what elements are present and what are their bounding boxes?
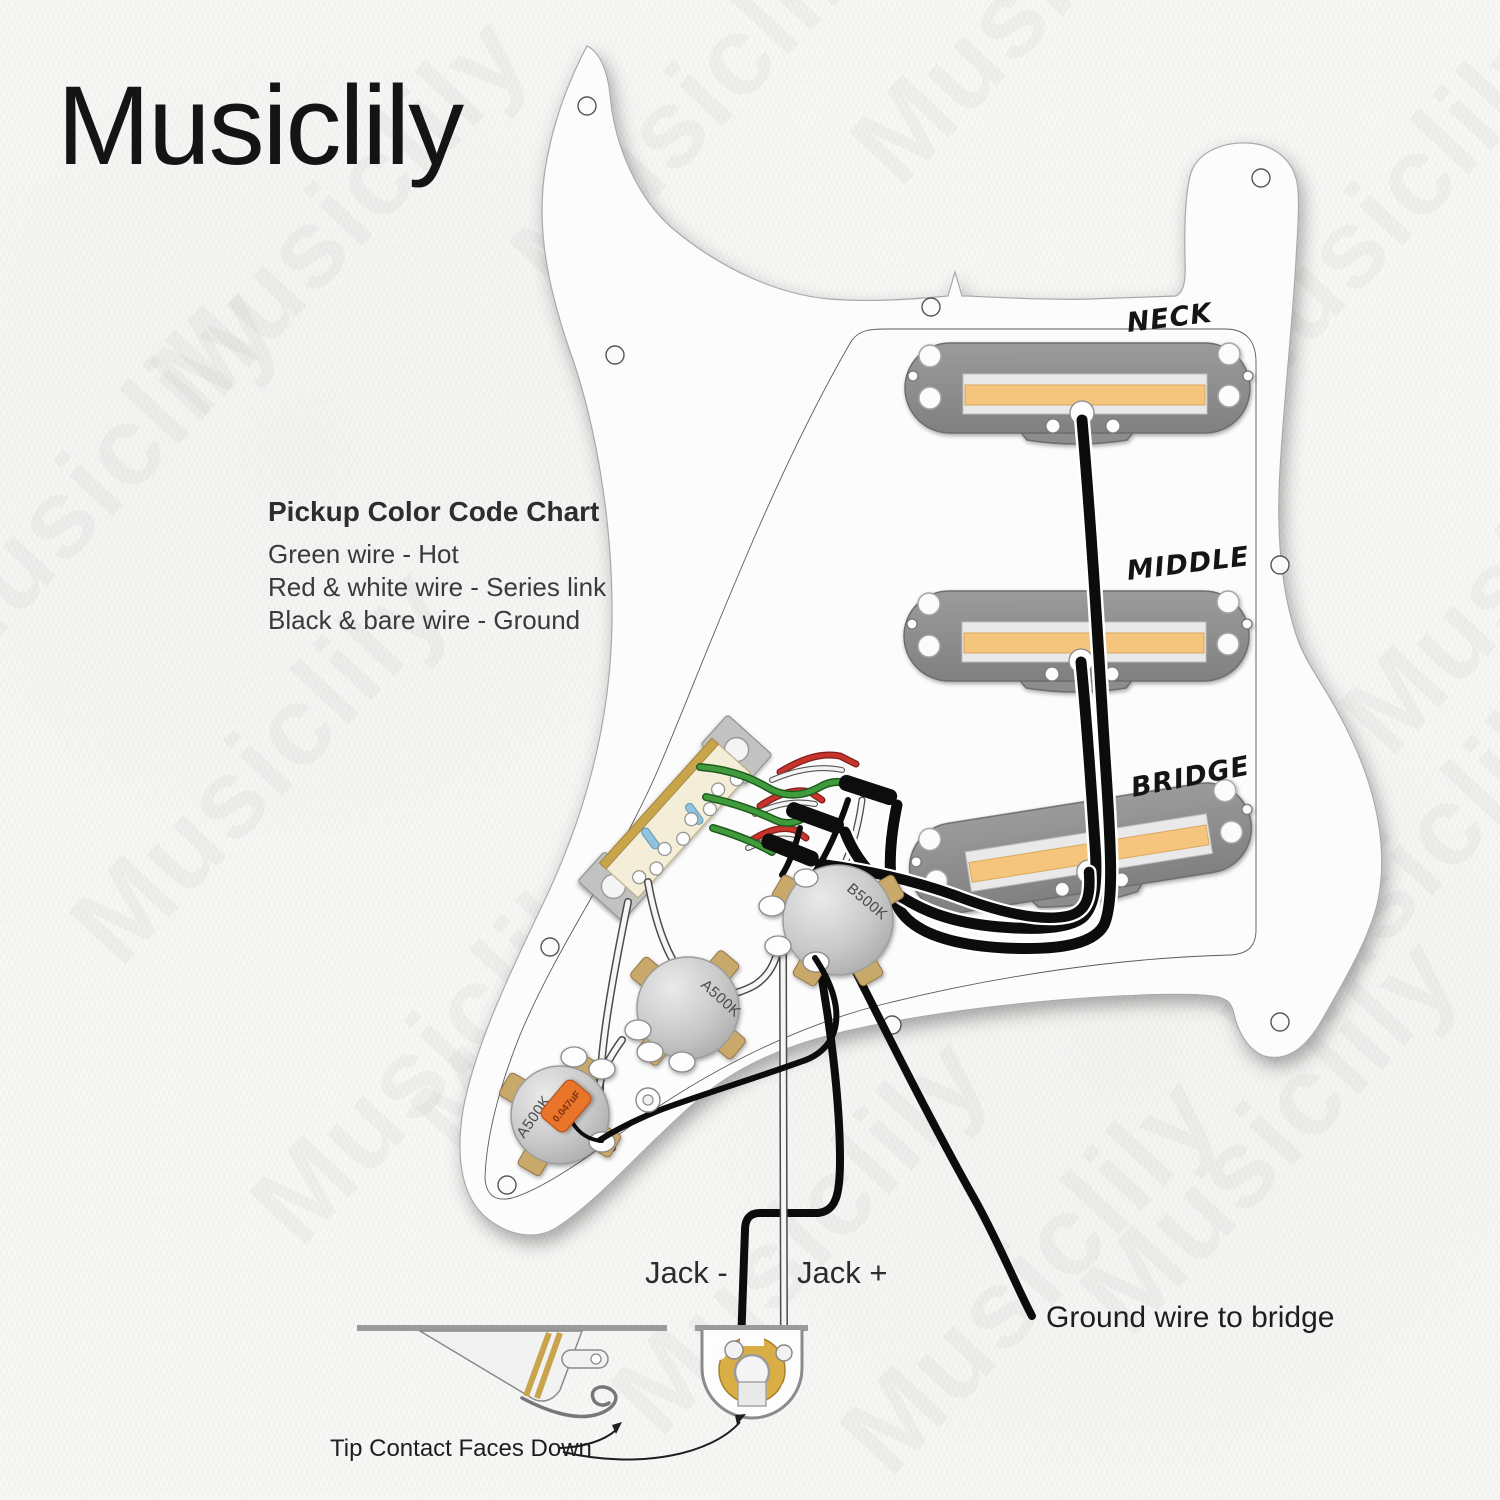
arrowhead <box>735 1414 746 1425</box>
chart-line-green: Green wire - Hot <box>268 539 459 569</box>
screw-hole <box>921 297 941 317</box>
pot-link-wire <box>597 955 840 1143</box>
annotation-arrows <box>559 1414 746 1461</box>
jack-cutout <box>712 1346 726 1360</box>
output-jack-side-view <box>357 1325 667 1419</box>
bridge-cable <box>814 858 1095 924</box>
screw-hole <box>497 1175 517 1195</box>
green-hot-wire <box>697 764 851 798</box>
green-hot-wire <box>703 794 809 826</box>
neck-cable <box>884 414 1117 955</box>
green-hot-wire <box>710 825 775 855</box>
heat-shrink-tubes <box>761 774 898 867</box>
tip-contact-hook <box>520 1385 618 1419</box>
pickup-cables <box>812 412 1119 957</box>
capacitor-leg <box>570 1120 604 1143</box>
pickup-color-code-chart: Pickup Color Code Chart Green wire - Hot… <box>268 496 607 635</box>
pickguard-screw-holes <box>497 96 1290 1195</box>
switch-blue-component <box>641 827 660 850</box>
screw-hole <box>1270 555 1290 575</box>
jack-negative-wire <box>737 948 845 1348</box>
screw-hole <box>577 96 597 116</box>
red-wire <box>749 826 809 843</box>
chart-line-black: Black & bare wire - Ground <box>268 605 580 635</box>
jack-tip-contact-tab <box>737 1381 767 1407</box>
tone-pot-1: A500K <box>624 950 746 1073</box>
jack-lug-hole <box>590 1353 602 1365</box>
watermark: Musiclily <box>826 0 1252 206</box>
jack-brass-ring <box>534 1331 563 1400</box>
volume-pot: B500K <box>758 864 905 987</box>
chart-title: Pickup Color Code Chart <box>268 496 599 527</box>
jack-negative-terminal <box>724 1340 744 1360</box>
jack-notch <box>740 1334 764 1346</box>
brand-logo: Musiclily <box>57 63 464 188</box>
jack-brass-ring <box>523 1331 552 1398</box>
screw-hole <box>1270 1012 1290 1032</box>
jack-cutout <box>781 1382 793 1394</box>
white-series-wire <box>770 766 844 782</box>
tip-contact-label: Tip Contact Faces Down <box>330 1435 592 1462</box>
arrow-to-side-view <box>559 1429 617 1449</box>
wire-cluster <box>696 751 860 895</box>
jack-positive-label: Jack + <box>797 1255 887 1290</box>
heat-shrink-tube <box>786 802 844 834</box>
pot-body <box>782 864 894 976</box>
output-jack-end-view <box>695 1325 808 1420</box>
jack-positive-terminal <box>775 1344 793 1362</box>
output-wires <box>737 944 1036 1354</box>
heat-shrink-tube <box>838 774 898 806</box>
screw-hole <box>1251 168 1271 188</box>
screw-hole <box>605 345 625 365</box>
jack-positive-wire <box>780 945 787 1353</box>
arrowhead <box>612 1422 622 1434</box>
ground-ring-terminal <box>635 1087 661 1113</box>
ground-wire-label: Ground wire to bridge <box>1046 1301 1335 1334</box>
ground-wire-to-bridge <box>841 946 1036 1320</box>
red-wire <box>777 752 859 775</box>
arrow-to-end-view <box>562 1421 741 1461</box>
chart-line-red: Red & white wire - Series link <box>268 572 607 602</box>
selector-switch <box>578 715 772 921</box>
screw-hole <box>540 937 560 957</box>
heat-shrink-tube <box>761 833 819 867</box>
switch-brass-strip <box>598 737 720 870</box>
jack-negative-label: Jack - <box>645 1255 728 1290</box>
cavity-outline <box>484 328 1257 1200</box>
